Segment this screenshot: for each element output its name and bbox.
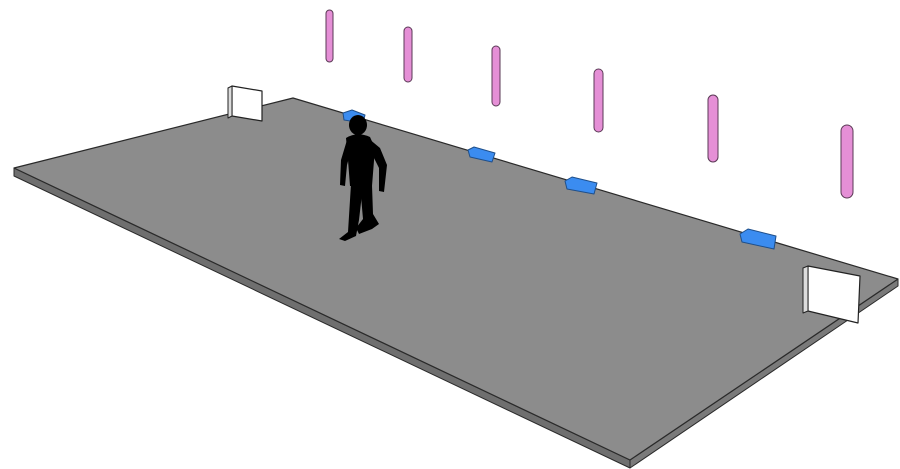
pole [403, 26, 413, 83]
pole [491, 45, 501, 107]
floor-sensor [739, 228, 777, 250]
person-head [349, 115, 367, 135]
panel-side-face [802, 265, 809, 314]
panel-back-right [802, 265, 861, 324]
person-arm-right [368, 138, 387, 192]
pole [325, 9, 334, 63]
person-arm-left [340, 140, 351, 186]
poles [325, 9, 854, 199]
person-silhouette [339, 115, 387, 241]
floor-sensor [467, 146, 496, 163]
floor-sensor [564, 176, 598, 195]
person-torso [346, 134, 375, 186]
floor-top [13, 97, 899, 461]
pole [707, 94, 719, 163]
floor [13, 97, 899, 469]
sensor-shape [739, 228, 777, 250]
panel-side-face [227, 85, 233, 119]
pole [840, 124, 854, 199]
panel-back-left [227, 85, 263, 122]
sensor-shape [564, 176, 598, 195]
pole [593, 68, 604, 133]
person-leg-right [356, 185, 379, 234]
sensor-shape [467, 146, 496, 163]
panel-front-face [231, 85, 263, 122]
